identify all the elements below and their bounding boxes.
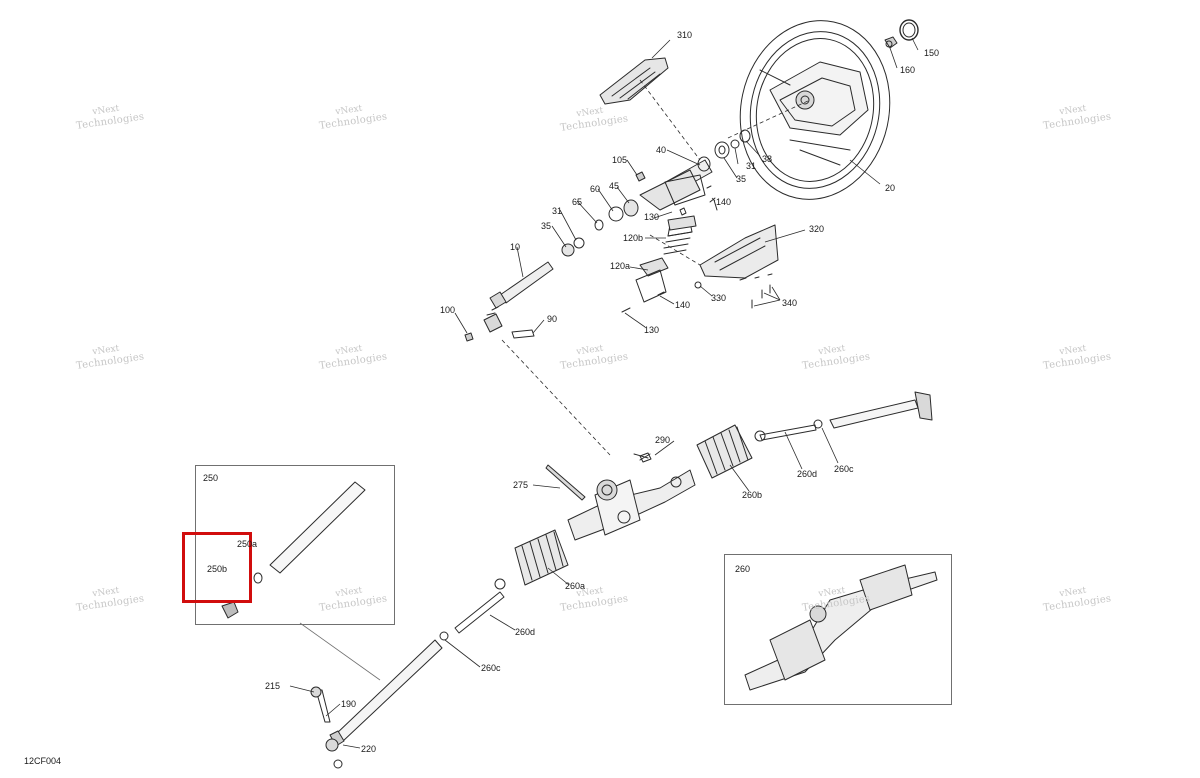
callout-20: 20 [885, 183, 896, 193]
callout-260b: 260b [742, 490, 763, 500]
steering-wheel-part [739, 20, 891, 200]
callout-35-upper: 35 [736, 174, 747, 184]
callout-310: 310 [677, 30, 693, 40]
inset-260-box [724, 554, 952, 705]
inset-250a-label: 250a [237, 539, 258, 549]
callout-290: 290 [655, 435, 671, 445]
right-bellow-part [696, 424, 753, 479]
callout-260d-right: 260d [797, 469, 818, 479]
steering-rack-part [567, 453, 696, 541]
callout-40: 40 [656, 145, 667, 155]
callout-150: 150 [924, 48, 940, 58]
callout-140-upper: 140 [716, 197, 732, 207]
callout-340: 340 [782, 298, 798, 308]
callout-160: 160 [900, 65, 916, 75]
inset-250-box [195, 465, 395, 625]
callout-120a: 120a [610, 261, 631, 271]
highlight-250b [182, 532, 252, 603]
inset-260-title: 260 [735, 564, 751, 574]
column-spring-part [663, 215, 697, 255]
callout-215: 215 [265, 681, 281, 691]
inset-250-title: 250 [203, 473, 219, 483]
lower-cover-part [699, 224, 779, 281]
callout-120b: 120b [623, 233, 644, 243]
callout-65: 65 [572, 197, 583, 207]
callout-330: 330 [711, 293, 727, 303]
callout-31-upper: 31 [746, 161, 757, 171]
callout-140-lower: 140 [675, 300, 691, 310]
steering-column-part [639, 156, 713, 211]
callout-45: 45 [609, 181, 620, 191]
callout-260a: 260a [565, 581, 586, 591]
callout-130-upper: 130 [644, 212, 660, 222]
callout-190: 190 [341, 699, 357, 709]
callout-35-lower: 35 [541, 221, 552, 231]
callout-105: 105 [612, 155, 628, 165]
intermediate-shaft-part [483, 261, 554, 333]
callout-100: 100 [440, 305, 456, 315]
callout-31-lower: 31 [552, 206, 563, 216]
callout-260c-left: 260c [481, 663, 501, 673]
left-bellow-part [514, 529, 569, 586]
upper-cover-part [599, 57, 669, 105]
inset-250b-label: 250b [207, 564, 228, 574]
callout-320: 320 [809, 224, 825, 234]
callout-10: 10 [510, 242, 521, 252]
callout-220: 220 [361, 744, 377, 754]
diagram-code: 12CF004 [24, 756, 62, 766]
callout-60: 60 [590, 184, 601, 194]
callout-260c-right: 260c [834, 464, 854, 474]
callout-275: 275 [513, 480, 529, 490]
callout-38: 38 [762, 154, 773, 164]
callout-90: 90 [547, 314, 558, 324]
callout-260d-left: 260d [515, 627, 536, 637]
callout-130-lower: 130 [644, 325, 660, 335]
